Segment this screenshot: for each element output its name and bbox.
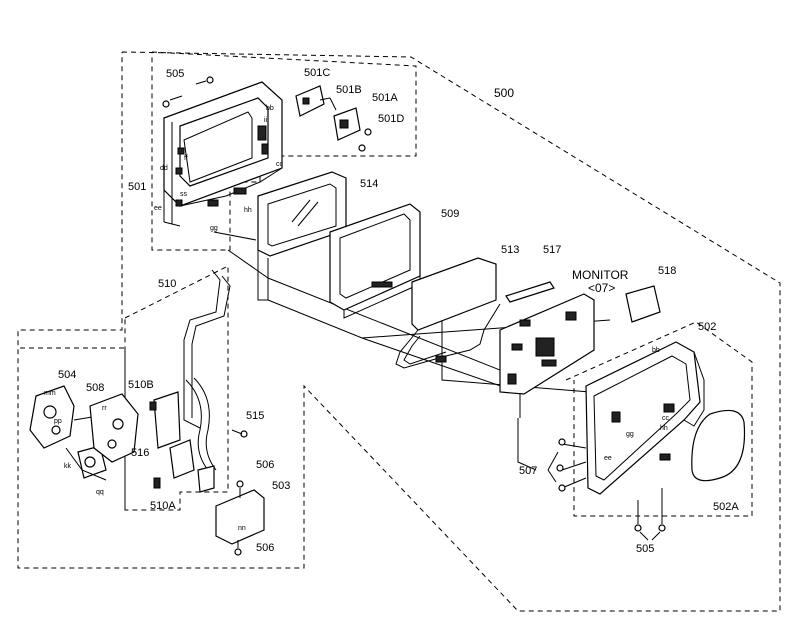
tag-nn: nn xyxy=(238,525,246,532)
tag-ii-top: ii xyxy=(264,117,268,124)
screw-515 xyxy=(231,429,248,438)
label-505-bottom: 505 xyxy=(636,543,654,555)
part-501-frame xyxy=(163,81,283,227)
tag-hh: hh xyxy=(244,207,252,214)
monitor-board xyxy=(499,293,595,395)
tag-mm: mm xyxy=(44,390,56,397)
tag-ss: ss xyxy=(180,191,188,198)
label-monitor-ref: <07> xyxy=(588,281,615,295)
part-501C-bracket xyxy=(295,85,331,117)
callout-labels: 500 505 501C 501B 501A 501D 501 514 509 … xyxy=(58,67,739,555)
tag-kk: kk xyxy=(64,463,72,470)
tag-pp: pp xyxy=(54,418,62,425)
label-501: 501 xyxy=(128,181,146,193)
tag-hh-case: hh xyxy=(660,425,668,432)
label-501D: 501D xyxy=(378,113,404,125)
label-501B: 501B xyxy=(336,84,362,96)
label-517: 517 xyxy=(543,244,561,256)
label-518: 518 xyxy=(658,265,676,277)
label-504: 504 xyxy=(58,369,76,381)
label-510: 510 xyxy=(158,278,176,290)
label-510A: 510A xyxy=(150,500,176,512)
tag-ff: ff xyxy=(184,155,188,162)
group-510-box xyxy=(124,265,229,511)
label-monitor: MONITOR xyxy=(572,268,629,282)
part-502A-window xyxy=(691,409,746,482)
part-502-case xyxy=(585,341,705,495)
tag-qq: qq xyxy=(96,489,104,496)
tag-gg-case: gg xyxy=(626,431,634,438)
label-507: 507 xyxy=(519,465,537,477)
part-508-plate xyxy=(89,393,139,463)
label-501C: 501C xyxy=(304,67,330,79)
label-509: 509 xyxy=(441,208,459,220)
part-513-backlight xyxy=(395,257,501,369)
part-503-cover xyxy=(215,480,265,556)
tag-ee: ee xyxy=(154,205,162,212)
leader-lines xyxy=(213,231,611,489)
tag-rr: rr xyxy=(102,405,107,412)
part-510-flex xyxy=(149,269,231,493)
tag-bb-top: bb xyxy=(266,105,274,112)
label-501A: 501A xyxy=(372,92,398,104)
group-502-box xyxy=(565,321,753,517)
tag-cc: cc xyxy=(276,161,284,168)
label-516: 516 xyxy=(131,447,149,459)
tag-cc-case: cc xyxy=(662,415,670,422)
screws-505-top xyxy=(162,76,214,108)
label-506-top: 506 xyxy=(256,459,274,471)
label-503: 503 xyxy=(272,480,290,492)
label-506-bottom: 506 xyxy=(256,542,274,554)
group-501-box xyxy=(151,51,417,251)
label-510B: 510B xyxy=(128,379,154,391)
part-501A-bracket xyxy=(329,97,372,152)
screws-507 xyxy=(547,438,566,492)
label-505-top: 505 xyxy=(166,68,184,80)
tag-bb-case: bb xyxy=(652,347,660,354)
label-500: 500 xyxy=(494,86,514,100)
label-514: 514 xyxy=(360,178,378,190)
part-518-sheet xyxy=(625,285,661,323)
reference-tags: bb ii dd ff cc ss ee hh gg mm pp rr kk n… xyxy=(44,105,670,532)
label-502: 502 xyxy=(698,321,716,333)
part-517-strip xyxy=(505,281,555,303)
label-508: 508 xyxy=(86,382,104,394)
assembly-boundary xyxy=(17,51,781,612)
label-513: 513 xyxy=(501,244,519,256)
tag-ee-case: ee xyxy=(604,455,612,462)
tag-gg: gg xyxy=(210,225,218,232)
label-515: 515 xyxy=(246,410,264,422)
label-502A: 502A xyxy=(713,501,739,513)
tag-dd: dd xyxy=(160,165,168,172)
screws-505-bottom xyxy=(634,488,666,541)
